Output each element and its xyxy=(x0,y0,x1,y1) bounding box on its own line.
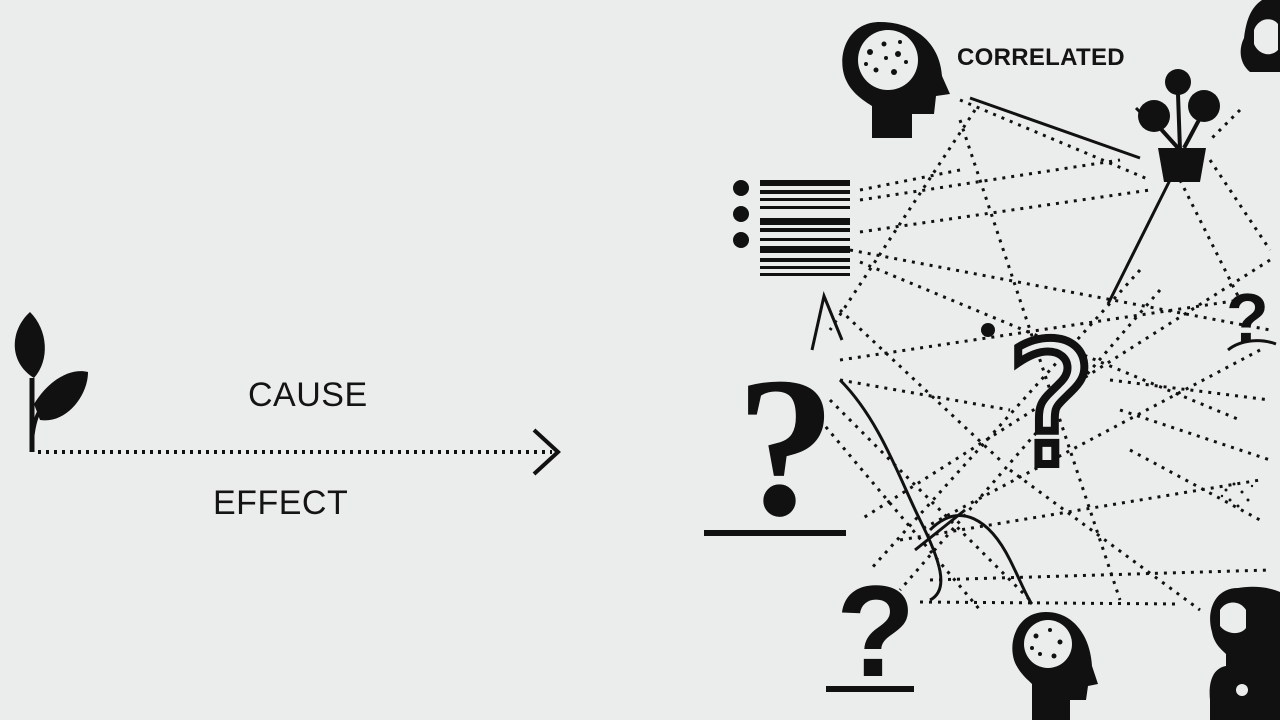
question-mark-icon: ? xyxy=(981,303,1100,509)
correlated-label: CORRELATED xyxy=(957,44,1125,71)
question-mark-icon: ? xyxy=(704,337,846,558)
person-silhouette-icon xyxy=(1209,586,1280,720)
svg-text:?: ? xyxy=(1226,279,1269,357)
cause-label: CAUSE xyxy=(248,376,368,414)
dotted-texture xyxy=(1220,482,1254,508)
svg-text:?: ? xyxy=(736,337,836,558)
svg-text:?: ? xyxy=(836,558,915,704)
effect-label: EFFECT xyxy=(213,484,349,522)
solid-connector-lines xyxy=(810,96,1277,606)
brain-head-icon xyxy=(1012,612,1098,720)
head-silhouette-icon xyxy=(1240,0,1280,72)
leaf-sprout-icon xyxy=(14,312,88,452)
dotted-arrow-icon xyxy=(38,428,561,476)
brain-head-icon xyxy=(842,22,950,138)
svg-text:?: ? xyxy=(1006,307,1096,505)
question-mark-icon: ? xyxy=(1226,279,1269,357)
plant-pot-icon xyxy=(1134,69,1220,182)
question-mark-icon: ? xyxy=(826,558,915,704)
bullet-list-icon xyxy=(733,180,850,276)
correlation-network xyxy=(818,98,1272,612)
